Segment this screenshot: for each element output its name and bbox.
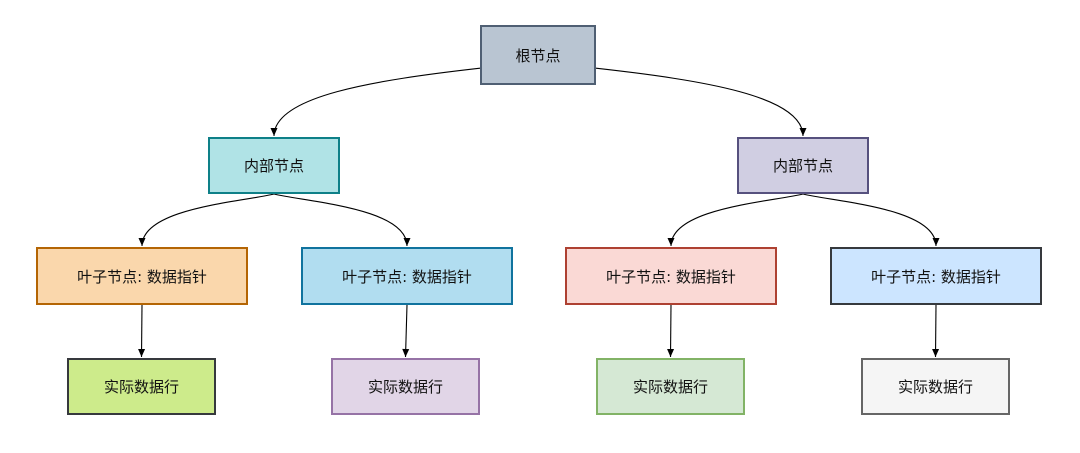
data-row-node-4: 实际数据行 [861,358,1010,415]
connector-internal-right-to-leaf-4 [802,193,940,247]
data-row-node-1: 实际数据行 [67,358,216,415]
leaf-node-2: 叶子节点: 数据指针 [301,247,513,305]
internal-node-right: 内部节点 [737,137,869,194]
internal-node-left: 内部节点 [208,137,340,194]
leaf-node-3: 叶子节点: 数据指针 [565,247,777,305]
leaf-node-1: 叶子节点: 数据指针 [36,247,248,305]
connector-leaf-1-to-row-1 [138,304,146,358]
connector-internal-left-to-leaf-1 [138,193,275,247]
connector-leaf-2-to-row-2 [402,304,410,358]
data-row-node-2: 实际数据行 [331,358,480,415]
connector-leaf-4-to-row-4 [932,304,940,358]
connector-leaf-3-to-row-3 [667,304,675,358]
leaf-node-4: 叶子节点: 数据指针 [830,247,1042,305]
connector-root-to-internal-right [595,67,807,137]
root-node: 根节点 [480,25,596,85]
connector-internal-left-to-leaf-2 [273,193,411,247]
connector-internal-right-to-leaf-3 [667,193,804,247]
connector-root-to-internal-left [270,67,481,137]
data-row-node-3: 实际数据行 [596,358,745,415]
